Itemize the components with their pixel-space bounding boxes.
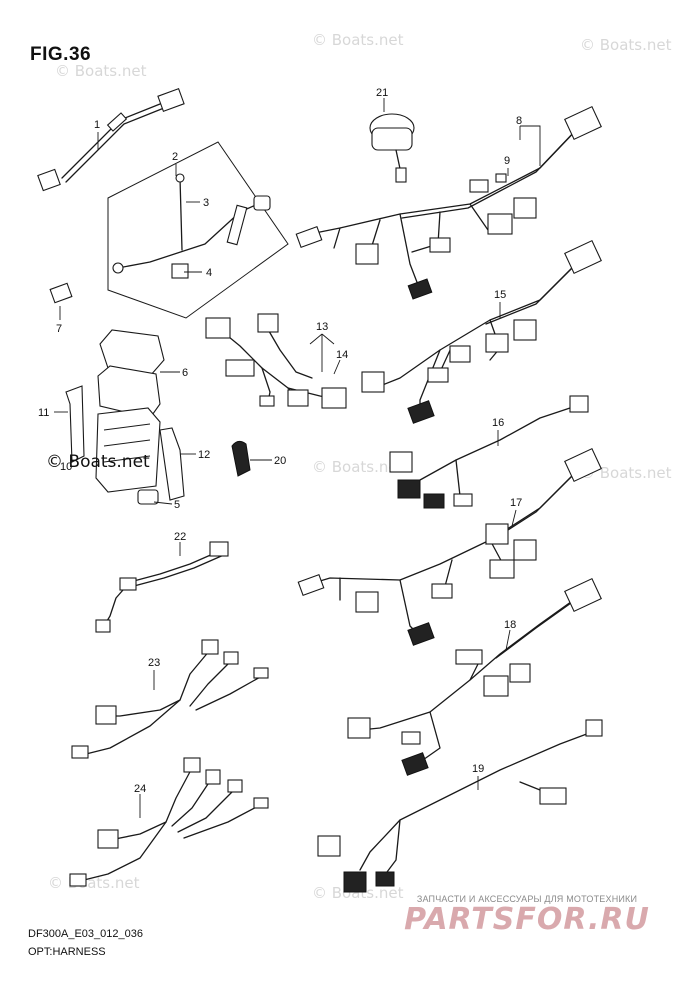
callout-24: 24	[134, 783, 146, 795]
leader-lines	[54, 98, 541, 818]
brand-tagline: ЗАПЧАСТИ И АКСЕССУАРЫ ДЛЯ МОТОТЕХНИКИ	[416, 894, 638, 904]
part-22-harness	[95, 541, 229, 633]
callout-13: 13	[316, 321, 328, 333]
watermark-layer: © Boats.net © Boats.net © Boats.net © Bo…	[48, 31, 672, 902]
figure-subtitle: OPT:HARNESS	[28, 946, 106, 958]
callout-7: 7	[56, 323, 62, 335]
part-17-harness	[297, 447, 602, 646]
callout-3: 3	[203, 197, 209, 209]
figure-title: FIG.36	[30, 44, 92, 65]
brand-watermark: ЗАПЧАСТИ И АКСЕССУАРЫ ДЛЯ МОТОТЕХНИКИ PA…	[372, 894, 682, 936]
watermark: © Boats.net	[312, 31, 404, 49]
part-11-bracket	[65, 385, 85, 463]
watermark: © Boats.net	[312, 458, 404, 476]
watermark: © Boats.net	[55, 62, 147, 80]
callout-8: 8	[516, 115, 522, 127]
callout-2: 2	[172, 151, 178, 163]
watermark-overlay: © Boats.net	[46, 452, 150, 472]
watermark: © Boats.net	[312, 884, 404, 902]
callout-19: 19	[472, 763, 484, 775]
part-18-harness	[347, 577, 602, 776]
part-13-harness	[205, 313, 347, 409]
callout-21: 21	[376, 87, 388, 99]
callout-16: 16	[492, 417, 504, 429]
brand-logo: PARTSFOR.RU	[404, 902, 650, 937]
callout-4: 4	[206, 267, 212, 279]
part-24-harness	[69, 757, 269, 887]
part-5-grommet	[137, 489, 159, 505]
part-19-harness	[317, 719, 603, 893]
callout-10: 10	[60, 461, 72, 473]
part-16-harness	[389, 395, 589, 509]
watermark: © Boats.net	[580, 36, 672, 54]
figure-code: DF300A_E03_012_036	[28, 928, 143, 940]
watermark: © Boats.net	[580, 464, 672, 482]
callout-15: 15	[494, 289, 506, 301]
callout-22: 22	[174, 531, 186, 543]
part-10-module	[95, 407, 161, 493]
callout-1: 1	[94, 119, 100, 131]
part-8-harness	[295, 105, 602, 300]
part-23-harness	[71, 639, 269, 759]
callout-12: 12	[198, 449, 210, 461]
part-1-harness	[37, 88, 185, 192]
callout-20: 20	[274, 455, 286, 467]
watermark: © Boats.net	[48, 874, 140, 892]
part-21-sensor	[369, 113, 415, 183]
callout-18: 18	[504, 619, 516, 631]
callout-17: 17	[510, 497, 522, 509]
part-15-harness	[361, 239, 602, 424]
callout-5: 5	[174, 499, 180, 511]
callout-6: 6	[182, 367, 188, 379]
callout-11: 11	[38, 407, 49, 419]
part-6-cover	[97, 329, 165, 419]
part-7-clip	[49, 282, 73, 304]
callout-labels: 1 2 3 4 5 6 7 8 9 10 11 12 13 14 15 16 1…	[38, 87, 522, 795]
callout-9: 9	[504, 155, 510, 167]
part-20-boot	[231, 440, 251, 477]
part-2-assembly	[107, 141, 289, 319]
part-12-bracket	[159, 427, 185, 501]
callout-23: 23	[148, 657, 160, 669]
callout-14: 14	[336, 349, 348, 361]
